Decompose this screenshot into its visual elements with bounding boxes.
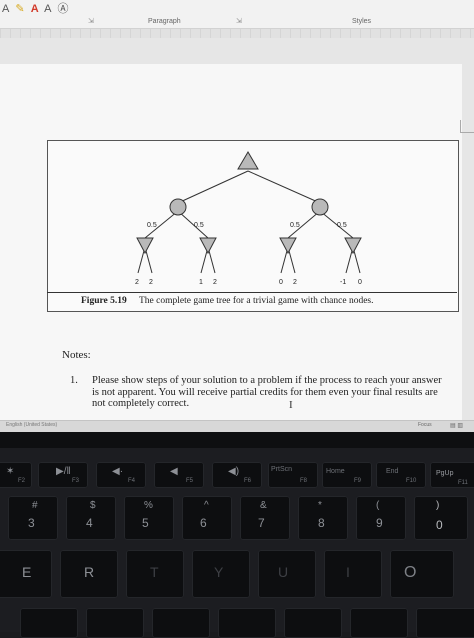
- min-node-4: [344, 237, 362, 255]
- key-y[interactable]: Y: [192, 550, 250, 598]
- text-cursor-icon: I: [289, 399, 293, 411]
- margin-corner-mark: [460, 120, 474, 133]
- document-window: A ✎ A A Ⓐ Paragraph ⇲ ⇲ Styles: [0, 0, 474, 432]
- key-i[interactable]: I: [324, 550, 382, 598]
- key-7[interactable]: & 7: [240, 496, 290, 540]
- notes-heading: Notes:: [62, 349, 91, 361]
- horizontal-ruler[interactable]: [0, 29, 474, 38]
- payoff-value: 1: [199, 279, 203, 286]
- payoff-value: 2: [135, 279, 139, 286]
- payoff-value: 2: [293, 279, 297, 286]
- edge-root-left: [177, 170, 249, 204]
- payoff-value: 2: [149, 279, 153, 286]
- key-4[interactable]: $ 4: [66, 496, 116, 540]
- key-e[interactable]: E: [0, 550, 52, 598]
- key-f5[interactable]: ◀ F5: [154, 462, 204, 488]
- note-text: Please show steps of your solution to a …: [92, 375, 442, 409]
- chance-node-left: [169, 198, 187, 216]
- note-number: 1.: [70, 375, 78, 386]
- text-effects-icon[interactable]: A: [2, 3, 10, 15]
- key-l[interactable]: [416, 608, 474, 638]
- styles-group-label: Styles: [352, 18, 372, 25]
- key-f6[interactable]: ◀) F6: [212, 462, 262, 488]
- paragraph-dialog-launcher-icon[interactable]: ⇲: [236, 18, 242, 25]
- min-node-3: [279, 237, 297, 255]
- enclose-char-icon[interactable]: Ⓐ: [57, 3, 69, 15]
- key-f3[interactable]: ▶/‖ F3: [38, 462, 88, 488]
- edge-chance2-min4: [319, 210, 354, 239]
- key-r[interactable]: R: [60, 550, 118, 598]
- font-color-icon[interactable]: A: [30, 3, 39, 15]
- key-f9-home[interactable]: Home F9: [322, 462, 372, 488]
- min-node-1: [136, 237, 154, 255]
- key-t[interactable]: T: [126, 550, 184, 598]
- paragraph-group-label: Paragraph: [148, 18, 181, 25]
- key-o[interactable]: O: [390, 550, 454, 598]
- payoff-value: 0: [358, 279, 362, 286]
- prob-label: 0.5: [337, 222, 347, 229]
- key-f10-end[interactable]: End F10: [376, 462, 426, 488]
- payoff-value: 2: [213, 279, 217, 286]
- laptop-keyboard: ✶ F2 ▶/‖ F3 ◀· F4 ◀ F5 ◀) F6 PrtScn F8 H…: [0, 448, 474, 638]
- status-bar: English (United States) Focus ▤ ▥: [0, 420, 474, 432]
- key-g[interactable]: [152, 608, 210, 638]
- key-u[interactable]: U: [258, 550, 316, 598]
- chance-node-right: [311, 198, 329, 216]
- caption-number: Figure 5.19: [81, 296, 127, 306]
- key-8[interactable]: * 8: [298, 496, 348, 540]
- highlight-color-icon[interactable]: ✎: [15, 3, 25, 15]
- laptop-bezel: [0, 432, 474, 448]
- view-layout-icon[interactable]: ▤ ▥: [450, 423, 464, 429]
- key-9[interactable]: ( 9: [356, 496, 406, 540]
- key-h[interactable]: [218, 608, 276, 638]
- key-6[interactable]: ^ 6: [182, 496, 232, 540]
- language-indicator[interactable]: English (United States): [6, 422, 58, 428]
- prob-label: 0.5: [290, 222, 300, 229]
- key-d[interactable]: [20, 608, 78, 638]
- ribbon: A ✎ A A Ⓐ Paragraph ⇲ ⇲ Styles: [0, 0, 474, 29]
- key-3[interactable]: # 3: [8, 496, 58, 540]
- min-node-2: [199, 237, 217, 255]
- prob-label: 0.5: [194, 222, 204, 229]
- key-f4[interactable]: ◀· F4: [96, 462, 146, 488]
- key-5[interactable]: % 5: [124, 496, 174, 540]
- focus-mode-button[interactable]: Focus: [418, 422, 432, 428]
- edge-chance1-min2: [177, 210, 209, 239]
- key-0[interactable]: ) 0: [414, 496, 468, 540]
- key-f[interactable]: [86, 608, 144, 638]
- payoff-value: -1: [340, 279, 346, 286]
- figure-game-tree: 0.5 0.5 0.5 0.5 2 2 1 2 0 2 -1 0: [47, 140, 459, 312]
- edge-chance2-min3: [287, 210, 321, 239]
- game-tree-diagram: 0.5 0.5 0.5 0.5 2 2 1 2 0 2 -1 0: [135, 151, 362, 286]
- key-f8-prtscn[interactable]: PrtScn F8: [268, 462, 318, 488]
- font-dialog-launcher-icon[interactable]: ⇲: [88, 18, 94, 25]
- prob-label: 0.5: [147, 222, 157, 229]
- clear-format-icon[interactable]: A: [44, 3, 52, 15]
- key-k[interactable]: [350, 608, 408, 638]
- key-f11-pgup[interactable]: PgUp F11: [430, 462, 474, 488]
- edge-chance1-min1: [144, 210, 179, 239]
- key-j[interactable]: [284, 608, 342, 638]
- font-color-controls[interactable]: A ✎ A A Ⓐ: [2, 0, 72, 16]
- caption-text: The complete game tree for a trivial gam…: [139, 296, 374, 306]
- figure-caption: Figure 5.19 The complete game tree for a…: [47, 292, 457, 312]
- max-node-root: [237, 151, 259, 170]
- payoff-value: 0: [279, 279, 283, 286]
- key-f2[interactable]: ✶ F2: [0, 462, 32, 488]
- edge-root-right: [247, 170, 321, 204]
